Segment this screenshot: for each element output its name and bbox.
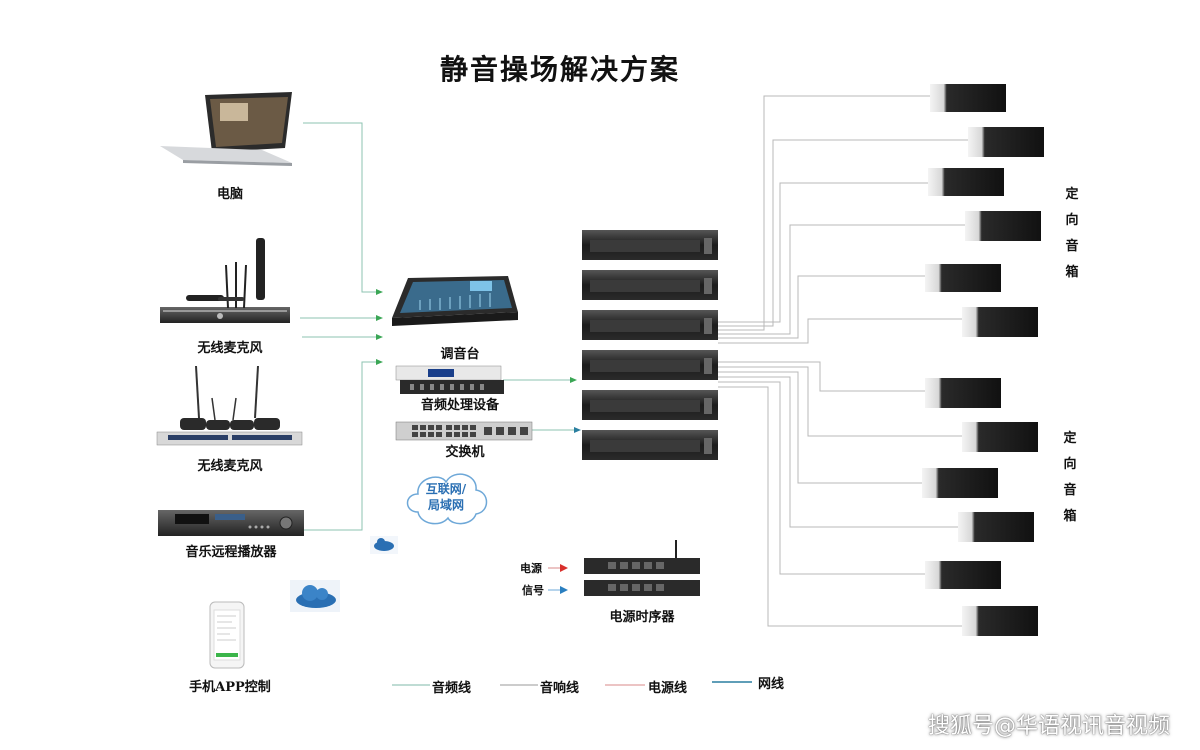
speaker-box-icon [965, 211, 1041, 241]
internet-cloud-icon [406, 473, 488, 525]
cloud-icon [290, 580, 340, 612]
internet-label: 互联网/ 局域网 [425, 482, 467, 512]
page-title: 静音操场解决方案 [439, 53, 680, 86]
rack-player-icon [158, 510, 304, 536]
network-switch-icon [395, 421, 533, 441]
signal-input-label: 信号 [522, 584, 544, 597]
power-amplifier-icon [582, 390, 718, 420]
speaker-box-icon [958, 512, 1034, 542]
computer-label: 电脑 [216, 187, 243, 202]
speaker-group-bottom-label: 定向音箱 [1063, 431, 1077, 524]
speaker-lines [718, 95, 968, 627]
speaker-box-icon [928, 168, 1004, 196]
laptop-icon [160, 92, 292, 166]
handheld-mic-receiver-icon [160, 238, 290, 323]
wireless-mic-1-label: 无线麦克风 [197, 341, 263, 356]
speaker-box-icon [925, 264, 1001, 292]
legend-power-line: 电源线 [648, 681, 688, 696]
power-input-label: 电源 [520, 562, 542, 575]
rack-processor-icon [395, 365, 504, 394]
power-amplifier-icon [582, 270, 718, 300]
power-sequencer-icon [584, 540, 700, 596]
wireless-mic-2-label: 无线麦克风 [197, 459, 263, 474]
legend-network-line: 网线 [758, 677, 785, 692]
legend-audio-line: 音频线 [432, 681, 472, 696]
speaker-group-top-label: 定向音箱 [1065, 187, 1079, 280]
phone-app-label: 手机APP控制 [189, 680, 271, 695]
audio-processor-label: 音频处理设备 [420, 398, 499, 413]
speaker-box-icon [962, 422, 1038, 452]
watermark: 搜狐号@华语视讯音视频 [927, 714, 1170, 739]
legend-speaker-line: 音响线 [540, 681, 580, 696]
speaker-box-icon [962, 307, 1038, 337]
sequencer-inputs [548, 564, 568, 594]
smartphone-icon [209, 601, 245, 669]
arrows [376, 289, 577, 383]
power-amplifier-icon [582, 310, 718, 340]
speaker-box-icon [922, 468, 998, 498]
conference-mic-icon [156, 365, 303, 446]
speaker-box-icon [968, 127, 1044, 157]
speaker-column [922, 84, 1044, 636]
power-amplifier-icon [582, 430, 718, 460]
audio-lines [300, 122, 576, 531]
mixer-label: 调音台 [440, 347, 480, 362]
speaker-box-icon [925, 378, 1001, 408]
cloud-small-icon [370, 536, 398, 554]
power-amplifier-icon [582, 230, 718, 260]
power-amplifier-icon [582, 350, 718, 380]
speaker-box-icon [925, 561, 1001, 589]
speaker-box-icon [930, 84, 1006, 112]
mixing-console-icon [392, 276, 518, 326]
switch-label: 交换机 [445, 445, 485, 460]
music-player-label: 音乐远程播放器 [185, 545, 277, 560]
sequencer-label: 电源时序器 [609, 610, 675, 625]
legend-lines [392, 681, 752, 686]
amplifier-stack [582, 230, 718, 460]
speaker-box-icon [962, 606, 1038, 636]
